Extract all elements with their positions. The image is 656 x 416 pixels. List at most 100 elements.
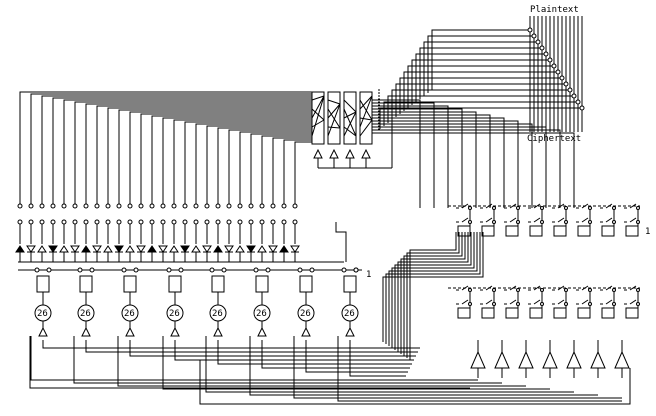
switch-node-icon xyxy=(105,219,111,225)
lamp-node-icon xyxy=(193,203,199,209)
rotor-crossing xyxy=(327,103,341,119)
switch-node-icon xyxy=(468,288,472,292)
feedback-wire xyxy=(249,336,598,396)
junction-node-icon xyxy=(253,267,259,273)
bus-feed xyxy=(391,89,568,120)
register-box xyxy=(79,275,93,293)
switch-node-icon xyxy=(116,219,122,225)
switch-frame xyxy=(601,307,615,319)
junction-node-icon xyxy=(133,267,139,273)
wire xyxy=(335,222,347,262)
and-gate-icon xyxy=(81,326,91,337)
switch-frame xyxy=(481,225,495,237)
switch-node-icon xyxy=(540,302,544,306)
bus-node-icon xyxy=(575,99,581,105)
bus-node-icon xyxy=(571,93,577,99)
and-gate-icon xyxy=(329,148,339,159)
switch-node-icon xyxy=(636,302,640,306)
switch-icon xyxy=(605,299,613,305)
switch-icon xyxy=(629,299,637,305)
counter-row: 26 26 26 26 26 26 26 26 xyxy=(34,304,359,322)
rotor-crossing xyxy=(359,95,373,128)
bus-feed xyxy=(431,29,528,90)
and-gate-icon xyxy=(361,148,371,159)
counter-26-icon: 26 xyxy=(297,304,315,322)
bus-feed xyxy=(415,53,544,102)
counter-26-icon: 26 xyxy=(341,304,359,322)
wire xyxy=(29,336,470,389)
register-box xyxy=(123,275,137,293)
switch-node-icon xyxy=(636,206,640,210)
switch-node-icon xyxy=(248,219,254,225)
junction-node-icon xyxy=(341,267,347,273)
rotor-output-wire xyxy=(372,117,505,208)
rotor-output-wire xyxy=(372,120,519,208)
left-high-input-label: 1 xyxy=(366,270,371,280)
input-wire xyxy=(217,127,312,205)
switch-node-icon xyxy=(281,219,287,225)
input-wire xyxy=(63,99,312,205)
diode-icon xyxy=(235,245,245,253)
rotor-output-wire xyxy=(372,132,575,208)
diode-icon xyxy=(15,245,25,253)
input-wire xyxy=(151,115,312,205)
and-gate-icon xyxy=(301,326,311,337)
and-gate-icon xyxy=(170,326,180,337)
switch-node-icon xyxy=(588,220,592,224)
switch-node-icon xyxy=(83,219,89,225)
junction-node-icon xyxy=(221,267,227,273)
feedback-wire xyxy=(337,336,622,402)
rotor-output-wire xyxy=(372,126,547,208)
lamp-node-icon xyxy=(116,203,122,209)
counter-value: 26 xyxy=(256,309,267,319)
key-lamp-bank xyxy=(15,203,362,337)
diode-icon xyxy=(92,245,102,253)
bus-feed xyxy=(427,35,532,93)
feedback-wire xyxy=(293,336,622,399)
switch-node-icon xyxy=(17,219,23,225)
rotor-crossing xyxy=(343,126,357,137)
and-gate-icon xyxy=(590,350,606,369)
switch-frame xyxy=(505,225,519,237)
bus-feed xyxy=(407,65,552,108)
and-gate-icon xyxy=(494,350,510,369)
input-wire xyxy=(85,103,312,205)
lamp-node-icon xyxy=(204,203,210,209)
bus-node-icon xyxy=(563,81,569,87)
switch-frame xyxy=(529,307,543,319)
junction-node-icon xyxy=(89,267,95,273)
switch-node-icon xyxy=(193,219,199,225)
input-wire xyxy=(140,113,312,205)
rotor-crossing xyxy=(343,111,357,119)
counter-26-icon: 26 xyxy=(121,304,139,322)
lamp-node-icon xyxy=(292,203,298,209)
and-gate-icon xyxy=(38,326,48,337)
rotor-output-wire xyxy=(372,108,463,208)
switch-icon xyxy=(533,299,541,305)
diode-icon xyxy=(202,245,212,253)
rotor-output-wire xyxy=(372,123,533,208)
register-box xyxy=(299,275,313,293)
switch-node-icon xyxy=(468,302,472,306)
switch-node-icon xyxy=(612,220,616,224)
rotor-output-wire xyxy=(372,105,449,208)
switch-node-icon xyxy=(492,220,496,224)
switch-node-icon xyxy=(636,288,640,292)
bus-node-icon xyxy=(547,57,553,63)
lamp-node-icon xyxy=(270,203,276,209)
register-box xyxy=(168,275,182,293)
diode-icon xyxy=(26,245,36,253)
junction-node-icon xyxy=(166,267,172,273)
lamp-node-icon xyxy=(72,203,78,209)
diode-icon xyxy=(70,245,80,253)
feedback-wire xyxy=(261,340,410,369)
counter-26-icon: 26 xyxy=(77,304,95,322)
switch-node-icon xyxy=(612,302,616,306)
input-wire xyxy=(52,97,312,205)
counter-26-icon: 26 xyxy=(253,304,271,322)
matrix-feed xyxy=(382,232,484,342)
input-wire xyxy=(41,95,312,205)
and-gate-icon xyxy=(566,350,582,369)
rotor-crossing xyxy=(359,117,373,121)
input-wire xyxy=(129,111,312,205)
